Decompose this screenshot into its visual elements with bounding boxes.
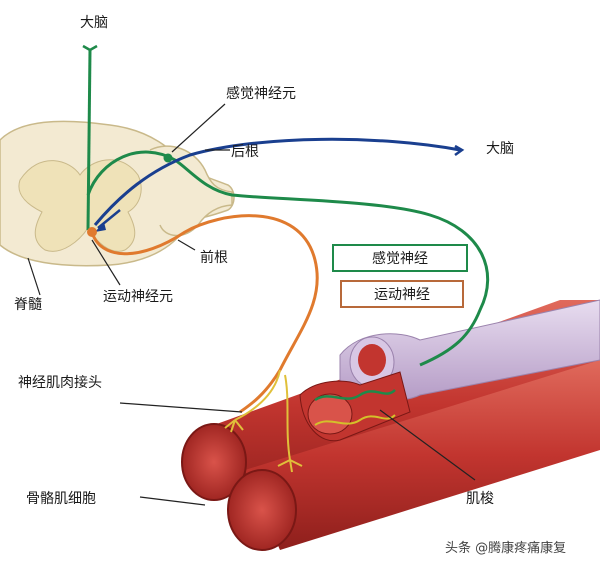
leader-lines xyxy=(27,103,476,506)
nerve-terminals xyxy=(224,369,303,473)
label-dorsal-root: 后根 xyxy=(231,144,259,160)
blue-tract-path xyxy=(93,137,461,226)
label-motor-nerve-box: 运动神经 xyxy=(340,280,464,308)
motor-neuron-soma xyxy=(87,227,97,237)
muscle-fiber-end-2 xyxy=(227,469,297,551)
label-motor-neuron: 运动神经元 xyxy=(103,289,173,305)
label-sensory-neuron: 感觉神经元 xyxy=(226,86,296,102)
blue-tract-end xyxy=(454,144,465,157)
label-brain-top: 大脑 xyxy=(80,15,108,31)
label-muscle-fiber: 骨骼肌细胞 xyxy=(26,491,96,507)
arrow-icon xyxy=(95,222,106,232)
spinal-cord-section xyxy=(0,120,235,267)
sensory-neuron-path xyxy=(86,150,490,367)
label-ventral-root: 前根 xyxy=(200,250,228,266)
sensory-neuron-soma xyxy=(163,153,173,163)
label-nm-junction: 神经肌肉接头 xyxy=(18,375,102,391)
watermark: 头条 @腾康疼痛康复 xyxy=(445,541,567,556)
label-sensory-nerve: 感觉神经 xyxy=(372,251,428,267)
label-sensory-nerve-box: 感觉神经 xyxy=(332,244,468,272)
label-muscle-spindle: 肌梭 xyxy=(466,491,494,507)
ascending-tract-end xyxy=(82,44,98,52)
label-motor-nerve: 运动神经 xyxy=(374,287,430,303)
label-spinal-cord: 脊髓 xyxy=(14,297,42,313)
label-brain-right: 大脑 xyxy=(486,141,514,157)
ascending-tract-line xyxy=(86,49,92,231)
muscle-fiber-end-1 xyxy=(181,423,247,501)
muscle-spindle xyxy=(299,299,600,442)
